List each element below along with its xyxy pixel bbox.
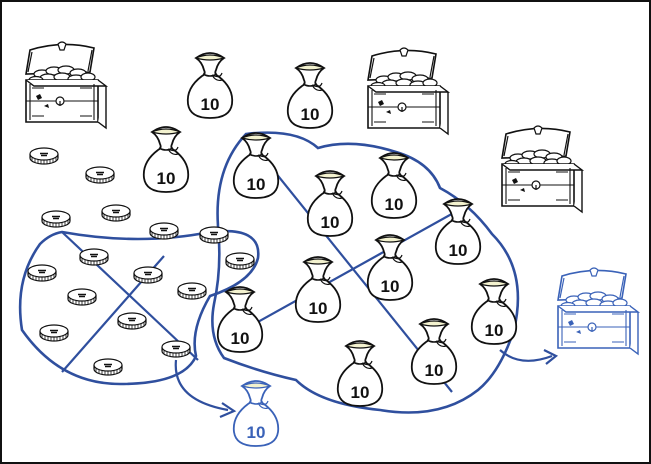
arrow-coins-to-bag <box>174 359 229 412</box>
bag-label: 10 <box>381 277 400 296</box>
money-bag-icon: 10 <box>410 318 458 385</box>
bag-group-region <box>211 131 520 414</box>
money-bag-icon: 10 <box>336 340 384 407</box>
bag-label: 10 <box>385 195 404 214</box>
money-bag-icon: 10 <box>470 278 518 345</box>
treasure-chest-icon <box>367 47 449 135</box>
bag-group-divider <box>221 205 467 343</box>
bag-label: 10 <box>301 105 320 124</box>
arrow-bags-to-chest <box>499 349 553 362</box>
money-bag-icon: 10 <box>216 286 264 353</box>
money-bag-icon: 10 <box>366 234 414 301</box>
bag-label: 10 <box>425 361 444 380</box>
coin-icon <box>79 248 109 266</box>
bag-label: 10 <box>157 169 176 188</box>
bag-label: 10 <box>485 321 504 340</box>
bag-label: 10 <box>449 241 468 260</box>
arrow-head <box>219 402 237 419</box>
treasure-chest-icon-highlighted <box>557 267 639 355</box>
bag-label: 10 <box>247 175 266 194</box>
arrow-head <box>543 349 559 365</box>
bag-label: 10 <box>351 383 370 402</box>
money-bag-icon: 10 <box>142 126 190 193</box>
coin-icon <box>149 222 179 240</box>
coin-icon <box>199 226 229 244</box>
money-bag-icon: 10 <box>232 132 280 199</box>
coin-icon <box>177 282 207 300</box>
money-bag-icon: 10 <box>186 52 234 119</box>
coin-icon <box>85 166 115 184</box>
bag-label: 10 <box>321 213 340 232</box>
bag-label: 10 <box>231 329 250 348</box>
coin-icon <box>27 264 57 282</box>
money-bag-icon: 10 <box>306 170 354 237</box>
coin-icon <box>101 204 131 222</box>
bag-label: 10 <box>309 299 328 318</box>
coin-icon <box>161 340 191 358</box>
treasure-chest-icon <box>501 125 583 213</box>
coin-icon <box>133 266 163 284</box>
coin-icon <box>117 312 147 330</box>
coin-icon <box>67 288 97 306</box>
bag-label: 10 <box>201 95 220 114</box>
coin-icon <box>93 358 123 376</box>
coin-icon <box>29 147 59 165</box>
coin-icon <box>41 210 71 228</box>
coin-icon <box>225 252 255 270</box>
money-bag-icon-highlighted: 10 <box>232 380 280 447</box>
money-bag-icon: 10 <box>286 62 334 129</box>
bag-label: 10 <box>247 423 266 442</box>
money-bag-icon: 10 <box>294 256 342 323</box>
money-bag-icon: 10 <box>434 198 482 265</box>
treasure-chest-icon <box>25 41 107 129</box>
money-bag-icon: 10 <box>370 152 418 219</box>
coin-icon <box>39 324 69 342</box>
coin-group-region <box>18 229 260 386</box>
